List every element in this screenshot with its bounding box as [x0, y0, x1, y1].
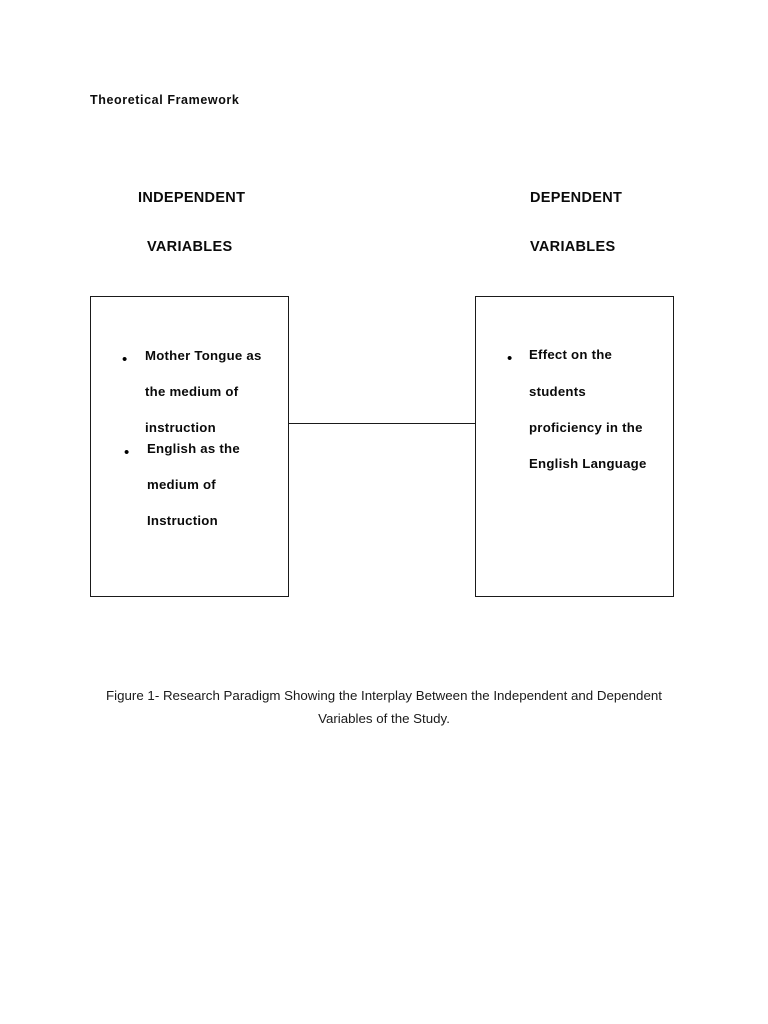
connector-line: [289, 423, 475, 424]
bullet-text-line: medium of: [147, 477, 216, 492]
bullet-text-line: the medium of: [145, 384, 239, 399]
dependent-variables-box: • Effect on the students proficiency in …: [475, 296, 674, 597]
bullet-text-line: Mother Tongue as: [145, 348, 262, 363]
bullet-text-line: English Language: [529, 456, 647, 471]
figure-caption-line2: Dependent Variables of the Study.: [318, 688, 662, 726]
dependent-variables-heading-line1: DEPENDENT: [530, 190, 623, 206]
figure-caption: Figure 1- Research Paradigm Showing the …: [84, 684, 684, 730]
bullet-text-line: English as the: [147, 441, 240, 456]
bullet-text-line: students: [529, 384, 586, 399]
bullet-text-line: proficiency in the: [529, 420, 643, 435]
figure-caption-line1: Figure 1- Research Paradigm Showing the …: [106, 688, 594, 703]
independent-variables-box: • Mother Tongue as the medium of instruc…: [90, 296, 289, 597]
bullet-text-line: Effect on the: [529, 347, 613, 362]
dependent-variables-heading-line2: VARIABLES: [530, 239, 616, 255]
bullet-text-line: instruction: [145, 420, 216, 435]
section-title: Theoretical Framework: [90, 93, 240, 107]
independent-variables-heading-line1: INDEPENDENT: [138, 190, 246, 206]
bullet-point-icon: •: [122, 351, 128, 368]
bullet-point-icon: •: [124, 444, 130, 461]
independent-variables-heading-line2: VARIABLES: [147, 239, 233, 255]
bullet-point-icon: •: [507, 350, 513, 367]
bullet-text-line: Instruction: [147, 513, 218, 528]
